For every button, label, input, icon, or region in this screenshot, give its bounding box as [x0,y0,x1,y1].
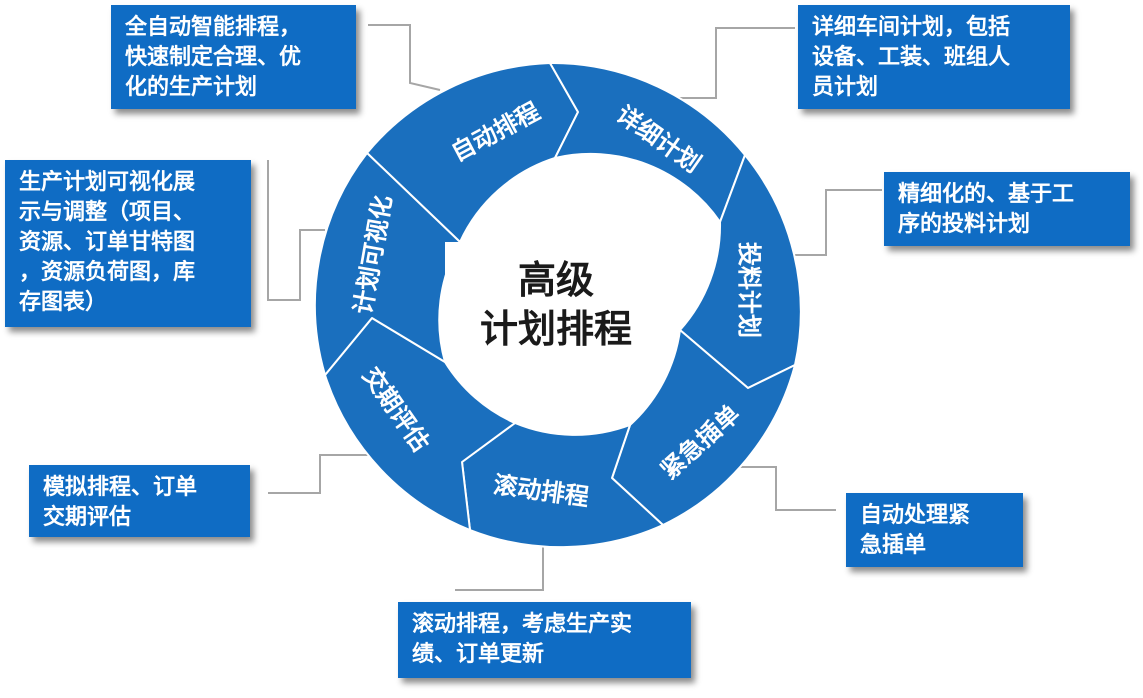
connector-urgent [717,466,836,511]
ring-segments [313,61,802,549]
center-line-2: 计划排程 [480,307,632,351]
desc-box-visual: 生产计划可视化展 示与调整（项目、 资源、订单甘特图 ，资源负荷图，库 存图表） [5,160,251,327]
desc-box-detail: 详细车间计划，包括 设备、工装、班组人 员计划 [798,5,1070,109]
segment-feed [679,154,802,389]
connector-auto [368,24,441,91]
connector-rolling [455,547,544,591]
desc-box-urgent: 自动处理紧 急插单 [846,493,1023,567]
desc-box-auto: 全自动智能排程， 快速制定合理、优 化的生产计划 [111,5,356,109]
segment-detail [549,61,746,223]
segment-delivery [324,317,516,531]
connector-detail [645,27,795,99]
connector-delivery [268,454,372,494]
center-line-1: 高级 [518,258,594,302]
center-band [445,242,667,354]
segment-visual [313,152,461,376]
desc-box-delivery: 模拟排程、订单 交期评估 [29,465,250,537]
connector-lines [267,24,882,591]
connector-feed [785,189,882,256]
segment-label-feed: 投料计划 [735,242,763,338]
connector-visual [267,160,325,301]
desc-box-rolling: 滚动排程，考虑生产实 绩、订单更新 [398,602,691,678]
desc-box-feed: 精细化的、基于工 序的投料计划 [884,172,1130,246]
